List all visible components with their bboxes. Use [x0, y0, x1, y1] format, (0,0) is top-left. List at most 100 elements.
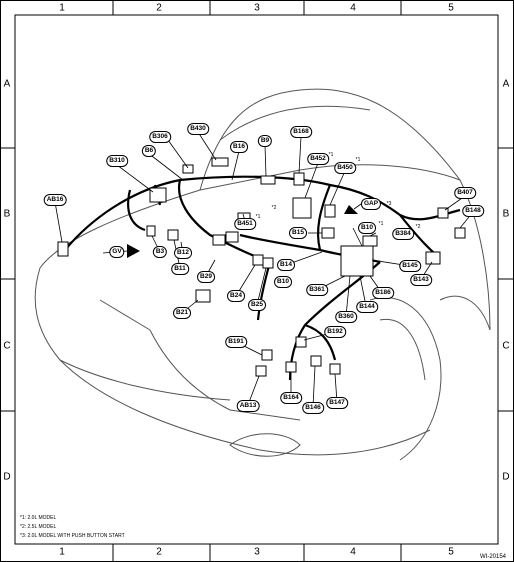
- label-b25: B25: [248, 299, 266, 311]
- label-b16: B16: [230, 141, 248, 153]
- label-b361: B361: [306, 284, 328, 296]
- gv-arrow: [127, 244, 140, 258]
- label-b14: B14: [277, 259, 295, 271]
- note-marker-gap: *3: [386, 201, 392, 207]
- connector-b15: [321, 227, 335, 239]
- label-b21: B21: [173, 307, 191, 319]
- connector-b430: [211, 157, 229, 167]
- label-b168: B168: [290, 126, 312, 138]
- connector-b452: [292, 197, 312, 219]
- grid-col-bottom-1: 1: [59, 546, 65, 558]
- grid-col-top-4: 4: [350, 2, 356, 14]
- connector-b12: [212, 234, 226, 246]
- label-b360: B360: [335, 311, 357, 323]
- label-b24: B24: [227, 290, 245, 302]
- connector-b24: [252, 254, 264, 266]
- grid-row-right-d: D: [502, 471, 510, 483]
- note-marker-b451: *1: [255, 214, 261, 220]
- label-b144: B144: [356, 301, 378, 313]
- label-b143: B143: [410, 274, 432, 286]
- connector-b143: [425, 251, 441, 265]
- connector-b191: [261, 349, 273, 361]
- connector-b11: [167, 229, 179, 241]
- label-b145: B145: [399, 260, 421, 272]
- grid-col-bottom-2: 2: [156, 546, 162, 558]
- label-gv: GV: [109, 246, 125, 258]
- grid-col-bottom-3: 3: [254, 546, 260, 558]
- footnote-2: *2: 2.5L MODEL: [20, 524, 57, 530]
- gap-arrow: [344, 205, 358, 214]
- grid-row-right-a: A: [502, 78, 510, 90]
- ground-arrows: [127, 205, 358, 258]
- label-b11: B11: [171, 263, 189, 275]
- connector-b450: [324, 204, 336, 218]
- connector-b384: [362, 235, 378, 247]
- figure-id: WI-20154: [479, 554, 506, 560]
- grid-col-bottom-5: 5: [448, 546, 454, 558]
- note-marker-b10-star2: *2: [271, 205, 277, 211]
- label-b451: B451: [234, 218, 256, 230]
- label-b148: B148: [462, 205, 484, 217]
- label-b6: B6: [141, 145, 157, 157]
- label-b384: B384: [392, 228, 414, 240]
- grid-col-top-2: 2: [156, 2, 162, 14]
- label-b450: B450: [334, 162, 356, 174]
- grid-col-bottom-4: 4: [350, 546, 356, 558]
- connector-ab13: [255, 365, 267, 377]
- footnote-3: *3: 2.0L MODEL WITH PUSH BUTTON START: [20, 533, 125, 539]
- connector-b3: [146, 225, 156, 237]
- connector-ab16: [57, 241, 69, 257]
- label-b147: B147: [326, 397, 348, 409]
- note-marker-b452: *1: [328, 152, 334, 158]
- grid-row-left-c: C: [3, 340, 11, 352]
- label-b310: B310: [106, 155, 128, 167]
- connector-b407: [437, 207, 449, 219]
- label-b12: B12: [174, 247, 192, 259]
- note-marker-b384: *2: [415, 224, 421, 230]
- connector-b12b: [225, 231, 239, 243]
- connector-b25: [262, 257, 274, 269]
- label-b192: B192: [324, 326, 346, 338]
- connector-b164: [285, 361, 297, 373]
- label-b3: B3: [152, 246, 168, 258]
- label-b146: B146: [302, 402, 324, 414]
- label-ab13: AB13: [236, 400, 260, 412]
- label-b10-top: B10: [358, 222, 376, 234]
- label-b430: B430: [187, 123, 209, 135]
- label-b15: B15: [289, 227, 307, 239]
- grid-col-top-1: 1: [59, 2, 65, 14]
- connector-b192: [295, 336, 307, 348]
- label-b191: B191: [225, 336, 247, 348]
- connector-block-b10: [340, 245, 374, 277]
- label-b29: B29: [197, 271, 215, 283]
- grid-row-left-b: B: [3, 208, 11, 220]
- connector-b147: [329, 363, 341, 375]
- grid-col-top-5: 5: [448, 2, 454, 14]
- connector-b9: [260, 175, 276, 185]
- grid-row-right-b: B: [502, 208, 510, 220]
- label-b306: B306: [149, 131, 171, 143]
- footnote-1: *1: 2.0L MODEL: [20, 515, 57, 521]
- label-gap: GAP: [360, 198, 382, 210]
- label-b186: B186: [372, 287, 394, 299]
- grid-row-right-c: C: [502, 340, 510, 352]
- connector-b146: [310, 355, 322, 367]
- label-b452: B452: [307, 153, 329, 165]
- connector-b21: [195, 289, 211, 303]
- label-ab16: AB16: [43, 194, 67, 206]
- label-b164: B164: [280, 392, 302, 404]
- grid-col-top-3: 3: [254, 2, 260, 14]
- note-marker-b10: *1: [378, 221, 384, 227]
- grid-row-left-d: D: [3, 471, 11, 483]
- grid-row-left-a: A: [3, 78, 11, 90]
- connector-b306: [182, 164, 194, 174]
- note-marker-b450: *1: [355, 157, 361, 163]
- label-b10-bottom: B10: [274, 276, 292, 288]
- connector-b148: [454, 227, 466, 239]
- connector-b310: [149, 187, 167, 203]
- label-b407: B407: [454, 187, 476, 199]
- connector-b168: [293, 172, 305, 186]
